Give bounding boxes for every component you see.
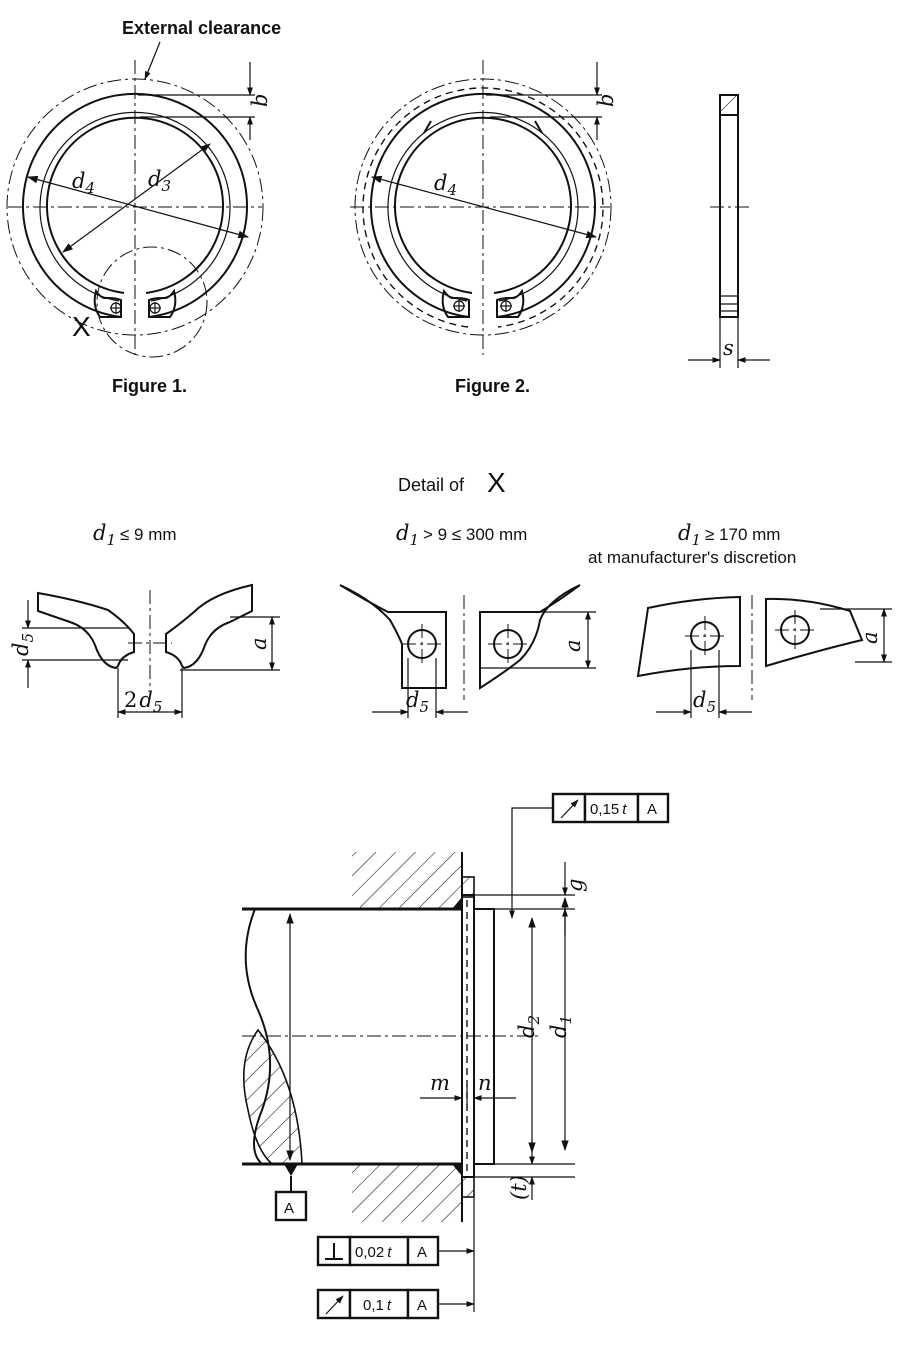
svg-text:n: n (478, 1071, 492, 1095)
svg-text:d1≥ 170 mm: d1≥ 170 mm (678, 521, 780, 549)
svg-text:A: A (417, 1297, 427, 1314)
detail-of-x: Detail of X d1≤ 9 mm d5 a 2d5 d1> 9 ≤ 30… (9, 467, 892, 718)
svg-text:2d5: 2d5 (124, 688, 162, 716)
case-3-condition: ≥ 170 mm (705, 525, 780, 544)
svg-text:d4: d4 (434, 171, 457, 199)
external-clearance-label: External clearance (122, 18, 281, 38)
case-3-note: at manufacturer's discretion (588, 548, 796, 567)
svg-text:a: a (561, 639, 585, 652)
svg-text:0,15t: 0,15t (590, 801, 627, 818)
side-view: s (688, 94, 770, 368)
svg-text:d5: d5 (406, 688, 429, 716)
svg-text:d5: d5 (9, 633, 37, 656)
svg-text:0,1t: 0,1t (363, 1297, 392, 1314)
detail-marker-title: X (487, 467, 506, 498)
detail-x-circle (96, 246, 208, 358)
svg-text:b: b (248, 94, 272, 107)
svg-text:a: a (858, 631, 882, 644)
datum-a-box (274, 1190, 308, 1222)
svg-text:b: b (594, 94, 618, 107)
svg-text:A: A (647, 801, 657, 818)
figure-2: d4 b Figure 2. (350, 60, 618, 396)
figure-1: X d4 d3 b External clearance Figure 1. (6, 18, 281, 396)
svg-text:A: A (417, 1244, 427, 1261)
case-1-condition: ≤ 9 mm (120, 525, 177, 544)
svg-text:a: a (247, 637, 271, 650)
svg-text:d5: d5 (693, 688, 716, 716)
runout-icon (560, 799, 579, 819)
runout-icon (325, 1295, 344, 1315)
detail-title: Detail of (398, 475, 465, 495)
figure-1-caption: Figure 1. (112, 376, 187, 396)
svg-text:d1≤ 9 mm: d1≤ 9 mm (93, 521, 177, 549)
detail-marker: X (72, 311, 91, 342)
svg-text:g: g (563, 879, 587, 892)
svg-text:d1: d1 (547, 1015, 575, 1038)
svg-text:0,02t: 0,02t (355, 1244, 392, 1261)
svg-text:s: s (723, 336, 734, 360)
case-2-condition: > 9 ≤ 300 mm (423, 525, 527, 544)
svg-text:d4: d4 (72, 169, 95, 197)
figure-2-caption: Figure 2. (455, 376, 530, 396)
svg-text:A: A (284, 1200, 294, 1217)
svg-text:d3: d3 (148, 167, 171, 195)
svg-text:d2: d2 (515, 1015, 543, 1038)
svg-text:d1> 9 ≤ 300 mm: d1> 9 ≤ 300 mm (396, 521, 527, 549)
svg-text:m: m (430, 1071, 450, 1095)
svg-text:(t): (t) (507, 1175, 531, 1200)
